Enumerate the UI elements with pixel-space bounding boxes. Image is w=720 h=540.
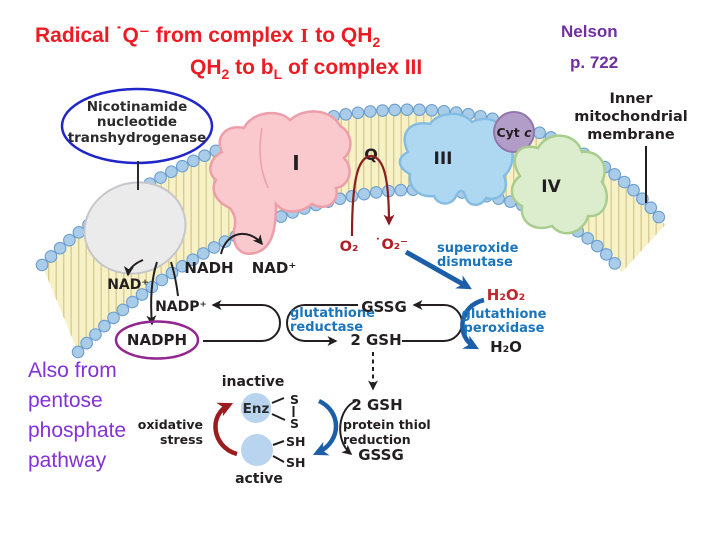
thiol-label-line: protein thiol xyxy=(343,417,431,432)
superoxide-label: ˙O₂⁻ xyxy=(374,237,408,253)
nadph-ellipse xyxy=(114,320,200,360)
sh-bot-label: SH xyxy=(286,455,305,470)
transhydrogenase-annotation: Nicotinamide nucleotide transhydrogenase xyxy=(60,87,214,190)
s-top-label: S xyxy=(290,392,299,407)
gsh-to-gssg-capsule xyxy=(402,300,463,342)
gsh-lower-label: 2 GSH xyxy=(351,396,402,414)
transhydrogenase-label-line: Nicotinamide xyxy=(87,99,188,115)
nad-output-arrow xyxy=(123,259,144,277)
gssg-label: GSSG xyxy=(361,298,407,316)
glutathione-reductase-reaction: NADP⁺ NADPH glutathione reductase GSSG 2… xyxy=(114,298,463,360)
sod-arrow xyxy=(404,249,472,290)
membrane-label-line: membrane xyxy=(587,127,675,143)
note-line: Also from xyxy=(28,359,117,382)
peroxidase-arc xyxy=(460,297,485,350)
sh-top-label: SH xyxy=(286,434,305,449)
reference-name: Nelson xyxy=(561,22,618,41)
inactive-enzyme-circle xyxy=(241,393,271,423)
gssg-to-gsh-capsule xyxy=(286,304,358,346)
membrane-label-line: Inner xyxy=(609,91,653,107)
complex-IV-body xyxy=(510,134,608,235)
sod-label-line: dismutase xyxy=(437,255,513,270)
nadph-label: NADPH xyxy=(127,331,187,349)
superoxide-dismutase: superoxide dismutase xyxy=(404,241,519,290)
gsh-gssg-bracket xyxy=(339,400,357,455)
transhydrogenase-label-line: nucleotide xyxy=(97,114,177,130)
gsh-label: 2 GSH xyxy=(350,331,401,349)
slide-title-line2: QH2 to bL of complex III xyxy=(190,56,422,82)
transhydrogenase-reaction: NAD⁺ xyxy=(107,259,179,326)
oxidative-stress-line: oxidative xyxy=(138,417,203,432)
enz-label: Enz xyxy=(243,401,270,417)
transhydrogenase-enzyme xyxy=(83,181,187,275)
nadp-input-line xyxy=(170,261,179,297)
pentose-note: Also from pentose phosphate pathway xyxy=(28,359,126,472)
gssg-lower-label: GSSG xyxy=(358,446,404,464)
o2-label: O₂ xyxy=(340,239,359,255)
protein-thiol-reduction: 2 GSH protein thiol reduction GSSG xyxy=(339,396,431,464)
note-line: pentose xyxy=(28,389,103,412)
complex-I-reaction: NADH NAD⁺ xyxy=(184,232,297,277)
complex-I-crease xyxy=(259,127,269,189)
sod-label-line: superoxide xyxy=(437,241,519,256)
membrane-label-line: mitochondrial xyxy=(574,109,687,125)
complex-III-label: III xyxy=(434,149,453,169)
nad-plus-label: NAD⁺ xyxy=(252,259,297,277)
ubiquinone-label: Q xyxy=(364,145,378,164)
reactivation-arrow xyxy=(312,398,339,456)
membrane-annotation: Inner mitochondrial membrane xyxy=(574,91,688,203)
complex-I-body xyxy=(209,110,352,255)
h2o-label: H₂O xyxy=(490,338,522,356)
cytochrome-c-body xyxy=(493,111,535,153)
disulfide-ticks xyxy=(271,397,295,421)
reference-page: p. 722 xyxy=(570,53,618,72)
note-line: phosphate xyxy=(28,419,126,442)
active-enzyme-circle xyxy=(241,434,273,466)
oxidative-stress-line: stress xyxy=(160,432,203,447)
reductase-label-line: glutathione xyxy=(290,306,375,321)
complex-IV: IV xyxy=(510,134,608,235)
nadh-arch-arrow xyxy=(220,232,263,255)
nadp-plus-label: NADP⁺ xyxy=(155,299,207,315)
nadph-capsule xyxy=(203,300,281,342)
complex-I-label: I xyxy=(292,151,299,175)
transhydrogenase-label-line: transhydrogenase xyxy=(68,130,207,146)
complex-III-body xyxy=(398,112,514,206)
glutathione-peroxidase-reaction: H₂O₂ glutathione peroxidase H₂O xyxy=(460,286,547,356)
thiol-ticks xyxy=(272,440,285,463)
complex-III: III xyxy=(398,112,514,206)
complex-I: I xyxy=(209,110,352,255)
h2o2-label: H₂O₂ xyxy=(487,286,525,304)
inactive-label: inactive xyxy=(222,374,285,390)
enzyme-redox-cycle: inactive Enz S S SH SH active oxidative … xyxy=(138,374,339,487)
reductase-label-line: reductase xyxy=(290,320,363,335)
nad-plus-label: NAD⁺ xyxy=(107,277,149,293)
cytochrome-c: Cyt c xyxy=(493,111,535,153)
nadph-output-line xyxy=(146,261,158,326)
cytochrome-c-label: Cyt c xyxy=(496,125,532,140)
oxidative-stress-arrow xyxy=(213,402,238,457)
thiol-label-line: reduction xyxy=(343,432,411,447)
complex-IV-label: IV xyxy=(541,177,561,197)
active-label: active xyxy=(235,471,283,487)
s-bot-label: S xyxy=(290,416,299,431)
note-line: pathway xyxy=(28,449,107,472)
q-radical-arch xyxy=(350,154,395,237)
nadh-label: NADH xyxy=(184,259,233,277)
peroxidase-label-line: peroxidase xyxy=(464,321,545,336)
peroxidase-label-line: glutathione xyxy=(462,307,547,322)
superoxide-generation: O₂ ˙O₂⁻ xyxy=(340,154,408,255)
